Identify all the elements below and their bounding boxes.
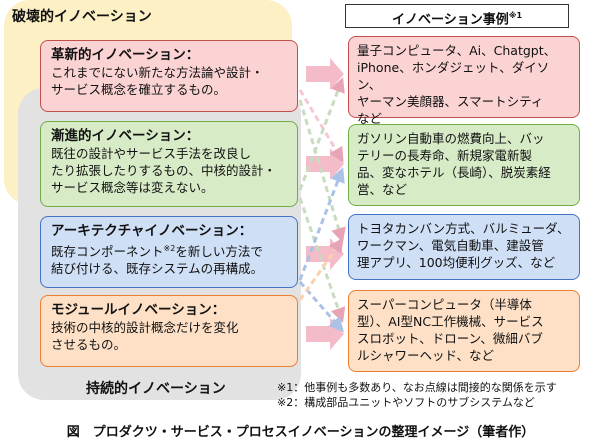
modular-innovation-card: モジュールイノベーション： 技術の中核的設計概念だけを変化 させるもの。 (40, 295, 298, 367)
architectural-examples-box: トヨタカンバン方式、バルミューダ、 ワークマン、電気自動車、建設管 理アプリ、1… (348, 214, 580, 280)
footnote-2: ※2：構成部品ユニットやソフトのサブシステムなど (277, 396, 535, 409)
modular-examples-box: スーパーコンピュータ（半導体 型）、AI型NC工作機械、サービス スロボット、ド… (348, 290, 580, 372)
modular-innovation-description: 技術の中核的設計概念だけを変化 させるもの。 (51, 320, 239, 352)
indirect-arrow-7 (298, 237, 344, 301)
disruptive-zone-label: 破壊的イノベーション (12, 9, 152, 25)
incremental-examples-box: ガソリン自動車の燃費向上、バッ テリーの長寿命、新規家電新製 品、変なホテル（長… (348, 124, 580, 206)
radical-innovation-description: これまでにない新たな方法論や設計・ サービス概念を確立するもの。 (51, 65, 264, 97)
architectural-description-part2: を新しい方法で 結び付ける、既存システムの再構成。 (51, 244, 264, 277)
radical-examples-box: 量子コンピュータ、Ai、Chatgpt、 iPhone、ホンダジェット、ダイソン… (348, 36, 580, 126)
architectural-innovation-card: アーキテクチャイノベーション： 既存コンポーネント※2を新しい方法で 結び付ける… (40, 216, 298, 288)
footnote-1: ※1：他事例も多数あり、なお点線は間接的な関係を示す (277, 381, 557, 394)
indirect-arrow-4 (298, 197, 346, 323)
incremental-innovation-card: 漸進的イノベーション： 既往の設計やサービス手法を改良し たり拡張したりするもの… (40, 121, 298, 207)
radical-innovation-card: 革新的イノベーション： これまでにない新たな方法論や設計・ サービス概念を確立す… (40, 40, 298, 112)
component-footnote-mark: ※2 (163, 244, 176, 253)
modular-innovation-title: モジュールイノベーション： (51, 302, 226, 318)
architectural-description-part1: 既存コンポーネント (51, 244, 164, 260)
sustaining-zone-label: 持続的イノベーション (86, 381, 226, 397)
figure-caption: 図 プロダクツ・サービス・プロセスイノベーションの整理イメージ（筆者作） (66, 425, 535, 440)
examples-header: イノベーション事例※1 (345, 4, 569, 28)
radical-to-examples-arrow (306, 58, 344, 90)
indirect-arrow-5 (298, 167, 345, 281)
radical-innovation-title: 革新的イノベーション： (51, 47, 200, 63)
incremental-innovation-title: 漸進的イノベーション： (51, 128, 200, 144)
architectural-innovation-title: アーキテクチャイノベーション： (51, 223, 253, 239)
indirect-arrow-1 (298, 89, 344, 163)
architectural-innovation-description: 既存コンポーネント※2を新しい方法で 結び付ける、既存システムの再構成。 (51, 240, 287, 277)
indirect-arrow-2 (298, 99, 346, 243)
indirect-arrow-3 (298, 77, 345, 191)
examples-header-title: イノベーション事例 (391, 12, 509, 28)
examples-header-note-mark: ※1 (508, 11, 523, 20)
modular-to-examples-arrow (306, 318, 344, 350)
incremental-innovation-description: 既往の設計やサービス手法を改良し たり拡張したりするもの、中核的設計・ サービス… (51, 146, 277, 195)
